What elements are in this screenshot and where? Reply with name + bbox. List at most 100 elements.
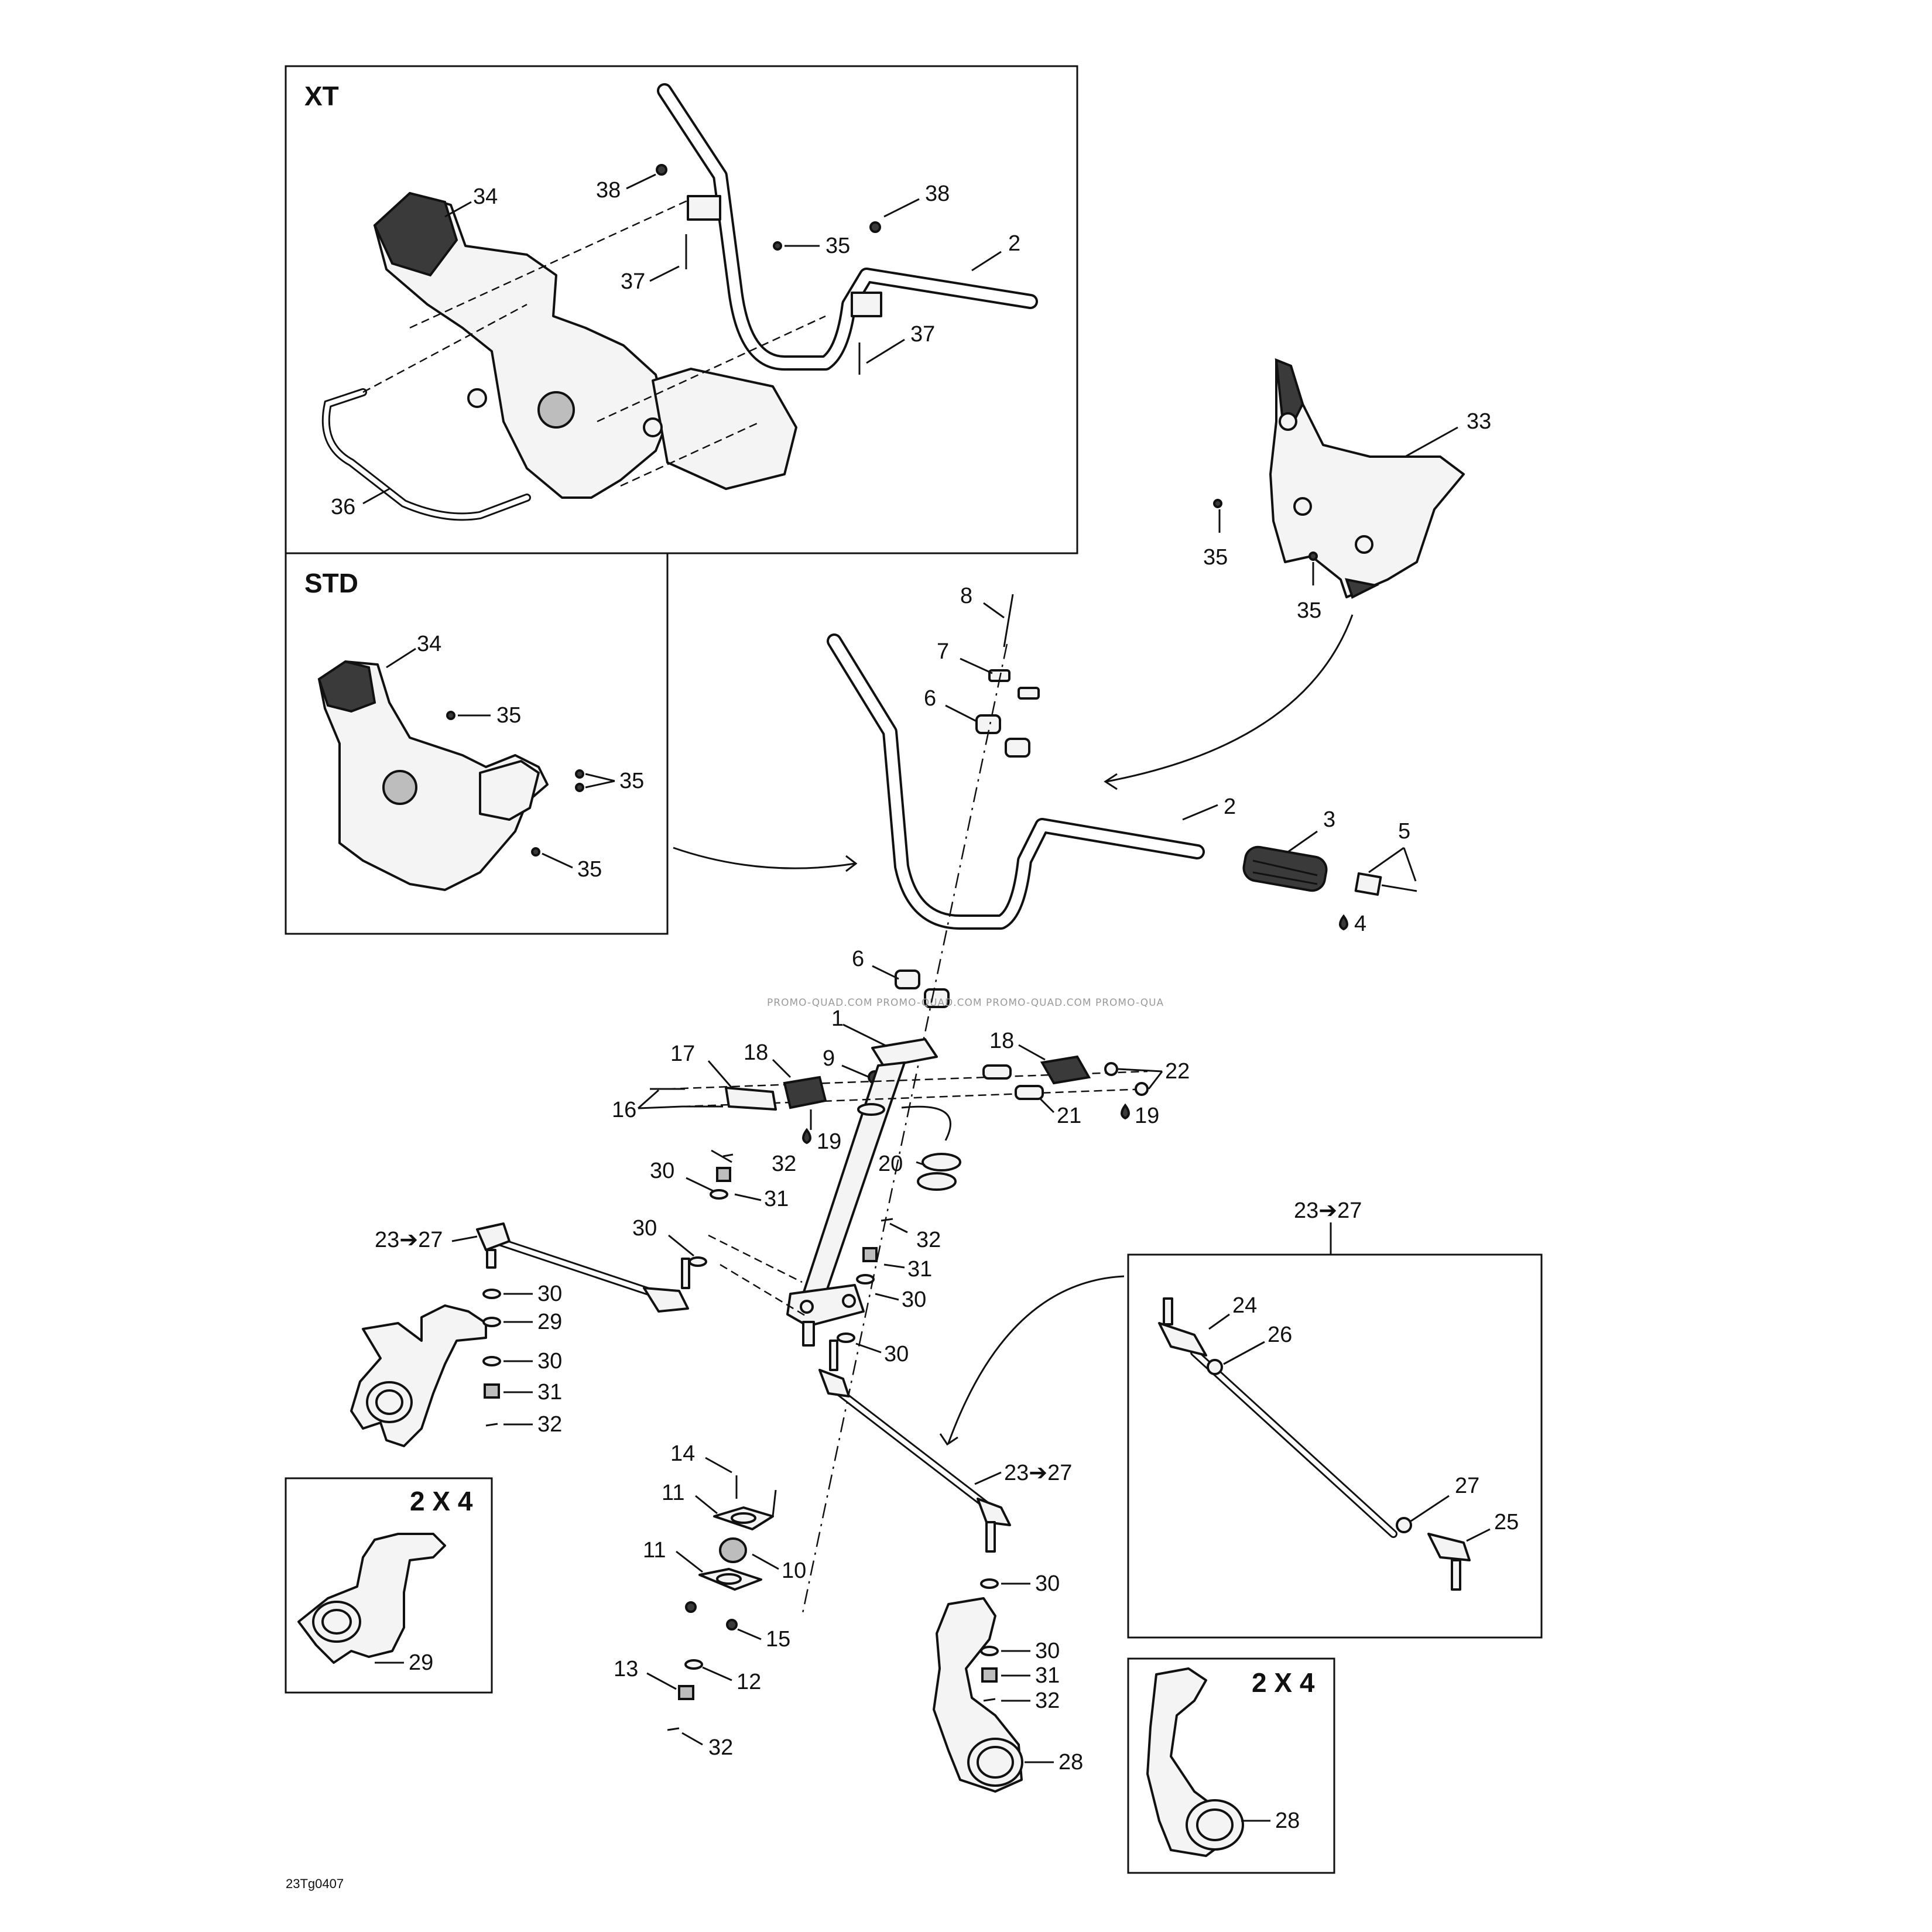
lower-bearing-assembly: 14 11 11 10 15 13 12 32 [614, 1441, 806, 1760]
nut-13 [678, 1685, 694, 1700]
xt-callouts: 38 38 34 35 2 37 37 36 [331, 173, 1020, 519]
callout-15: 15 [766, 1627, 790, 1652]
callout-19-b: 19 [1135, 1104, 1159, 1128]
xt-cover-handguard-left [373, 191, 458, 277]
2x4-knuckle-right-title: 2 X 4 [1252, 1667, 1315, 1698]
callout-18-a: 18 [744, 1040, 768, 1065]
callout-xt-2: 2 [1008, 231, 1020, 256]
xt-cover-logo [537, 391, 575, 429]
callout-8: 8 [960, 584, 972, 608]
2x4-knuckle-right-frame [1127, 1657, 1335, 1874]
callout-9: 9 [823, 1046, 835, 1071]
callout-7: 7 [937, 639, 949, 664]
drawing-number: 23Tg0407 [286, 1876, 344, 1891]
plate-17 [725, 1087, 777, 1111]
2x4-knuckle-left-frame [285, 1477, 493, 1694]
callout-21: 21 [1057, 1104, 1081, 1128]
washer-30-right-b [980, 1646, 999, 1656]
callout-18-b: 18 [989, 1029, 1014, 1053]
nut-31-right [981, 1667, 998, 1683]
column-lower-bracket [786, 1284, 865, 1327]
callout-30-e: 30 [537, 1282, 562, 1306]
washer-30-left-a [482, 1289, 501, 1299]
std-cover [318, 660, 549, 891]
callout-xt-37-b: 37 [910, 322, 935, 347]
callout-xt-38-b: 38 [925, 181, 950, 206]
callout-11-a: 11 [662, 1481, 684, 1505]
callout-28-2x4: 28 [1275, 1808, 1300, 1833]
std-cover-grip-left [317, 660, 376, 713]
left-tie-rod-assembly [350, 1222, 809, 1447]
std-cover-bracket [479, 760, 540, 821]
watermark-text: PROMO-QUAD.COM PROMO-QUAD.COM PROMO-QUAD… [767, 997, 1164, 1009]
support-block-18-left [783, 1075, 827, 1109]
callout-xt-35: 35 [825, 234, 850, 258]
right-tie-rod-assembly: 23➔27 30 30 31 32 28 [818, 1340, 1083, 1793]
callout-30-g: 30 [1035, 1571, 1060, 1596]
callout-2: 2 [1224, 794, 1236, 819]
steering-knuckle-29 [350, 1304, 487, 1447]
callout-32-a: 32 [772, 1152, 796, 1176]
xt-screw-35 [773, 241, 782, 251]
xt-nut-38-b [869, 221, 881, 233]
callout-24: 24 [1232, 1293, 1257, 1318]
callout-28: 28 [1059, 1750, 1083, 1775]
callout-3: 3 [1323, 807, 1335, 832]
std-callouts: 34 35 35 35 [386, 632, 858, 882]
bar-end-screw [1381, 884, 1417, 892]
spacer-21-a [982, 1064, 1012, 1080]
callout-25: 25 [1494, 1510, 1519, 1534]
tie-rod-end-left-inner [643, 1287, 689, 1313]
std-inset-title: STD [304, 568, 358, 598]
2x4-knuckle-29 [297, 1533, 446, 1664]
pin-32-left [485, 1423, 498, 1427]
clamp-6-lower [895, 970, 920, 989]
bushing-20-b [917, 1172, 957, 1191]
callout-26: 26 [1268, 1323, 1292, 1347]
callout-32-e: 32 [1035, 1688, 1060, 1713]
callout-27: 27 [1455, 1474, 1479, 1498]
nut-22-b [1135, 1082, 1149, 1096]
callout-16: 16 [612, 1098, 636, 1122]
callout-29: 29 [537, 1310, 562, 1334]
callout-xt-36: 36 [331, 495, 355, 519]
std-cover-logo [382, 770, 417, 805]
tie-rod-end-right-inner [818, 1369, 850, 1397]
steering-column-assembly [650, 643, 1149, 1616]
bar-end-5 [1354, 872, 1382, 896]
main-handlebar-assembly [827, 594, 1417, 1008]
callout-13: 13 [614, 1657, 638, 1681]
callout-xt-34: 34 [473, 184, 498, 209]
tie-rod-inset: 23➔27 24 26 27 25 [939, 1198, 1519, 1591]
callout-32-b: 32 [916, 1228, 941, 1252]
bolt-8 [1003, 594, 1014, 648]
jam-nut-26 [1207, 1359, 1223, 1375]
std-cover-assembly [317, 660, 584, 891]
xt-inset-frame [285, 65, 1078, 554]
support-block-18-right [1040, 1055, 1091, 1085]
callout-30-h: 30 [1035, 1639, 1060, 1663]
callout-4: 4 [1354, 912, 1366, 936]
jam-nut-27 [1396, 1517, 1412, 1533]
column-plate-1 [871, 1038, 938, 1068]
nut-31-left [484, 1383, 500, 1399]
std-inset-frame [285, 552, 669, 935]
tie-rod-end-right-outer [977, 1498, 1011, 1526]
callout-32-d: 32 [708, 1735, 733, 1760]
callout-19-a: 19 [817, 1129, 841, 1154]
washer-30-left-b [482, 1317, 501, 1327]
callout-30-f: 30 [537, 1349, 562, 1373]
pin-32-lower [667, 1727, 680, 1731]
xt-clamp-lower [851, 292, 882, 317]
callout-1: 1 [831, 1006, 844, 1031]
callout-14: 14 [670, 1441, 695, 1466]
callout-23-27-box: 23➔27 [1294, 1198, 1362, 1223]
callout-30-c: 30 [902, 1287, 926, 1312]
column-stub [802, 1321, 815, 1347]
callout-35-b: 35 [1297, 598, 1321, 623]
callout-29-2x4: 29 [409, 1650, 433, 1675]
clamp-6-lower-b [924, 988, 950, 1008]
tie-rod-end-left-outer [476, 1222, 511, 1251]
left-tie-rod-callouts: 32 30 31 30 23➔27 32 31 30 30 30 29 30 3… [375, 1149, 941, 1437]
callout-xt-37-a: 37 [621, 269, 645, 294]
